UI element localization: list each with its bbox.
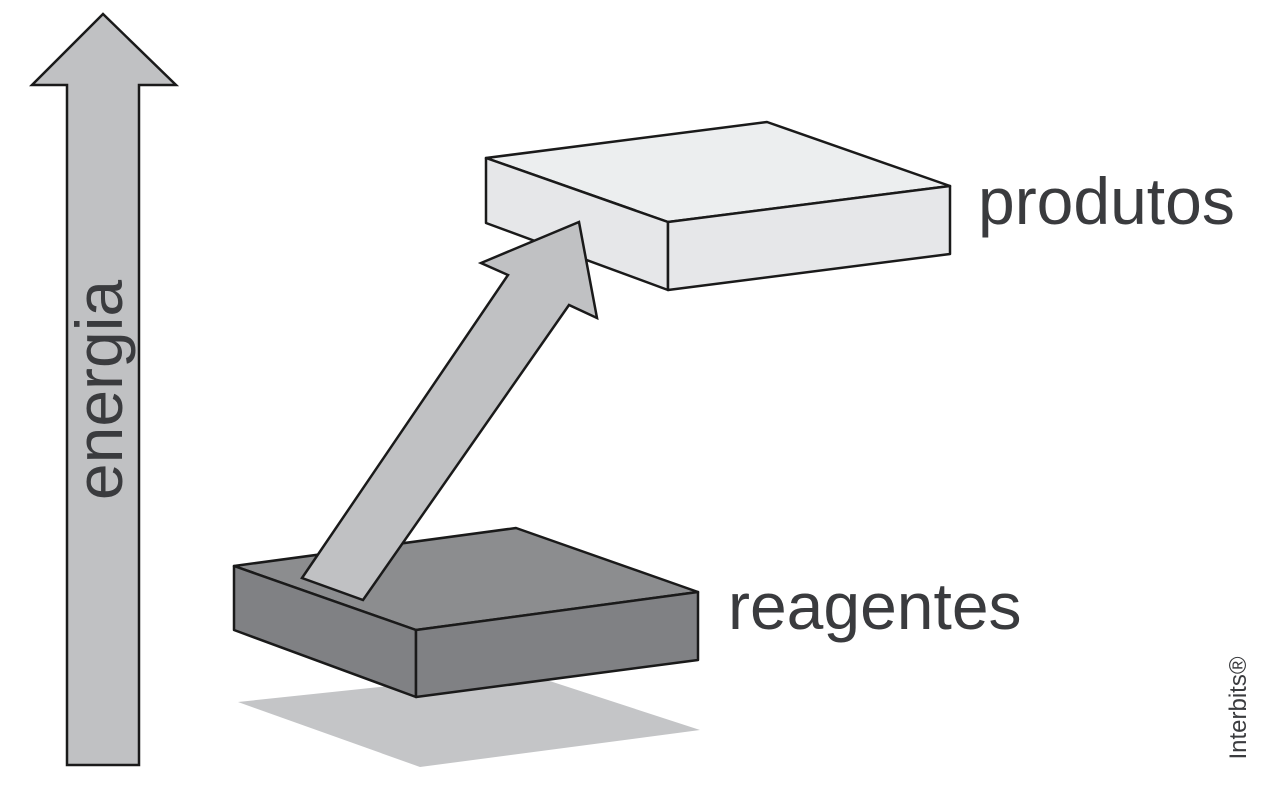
reactants-block-front-face — [414, 590, 700, 699]
reactants-shadow — [238, 672, 700, 767]
reaction-arrow — [300, 220, 599, 602]
credit-watermark: Interbits® — [1225, 656, 1252, 759]
energy-axis-label: energia — [62, 280, 136, 500]
reactants-block — [232, 526, 700, 699]
reactants-label: reagentes — [728, 569, 1022, 643]
energy-axis-arrow — [28, 12, 180, 767]
products-block-front-face — [666, 184, 952, 292]
products-label: produtos — [978, 164, 1235, 238]
